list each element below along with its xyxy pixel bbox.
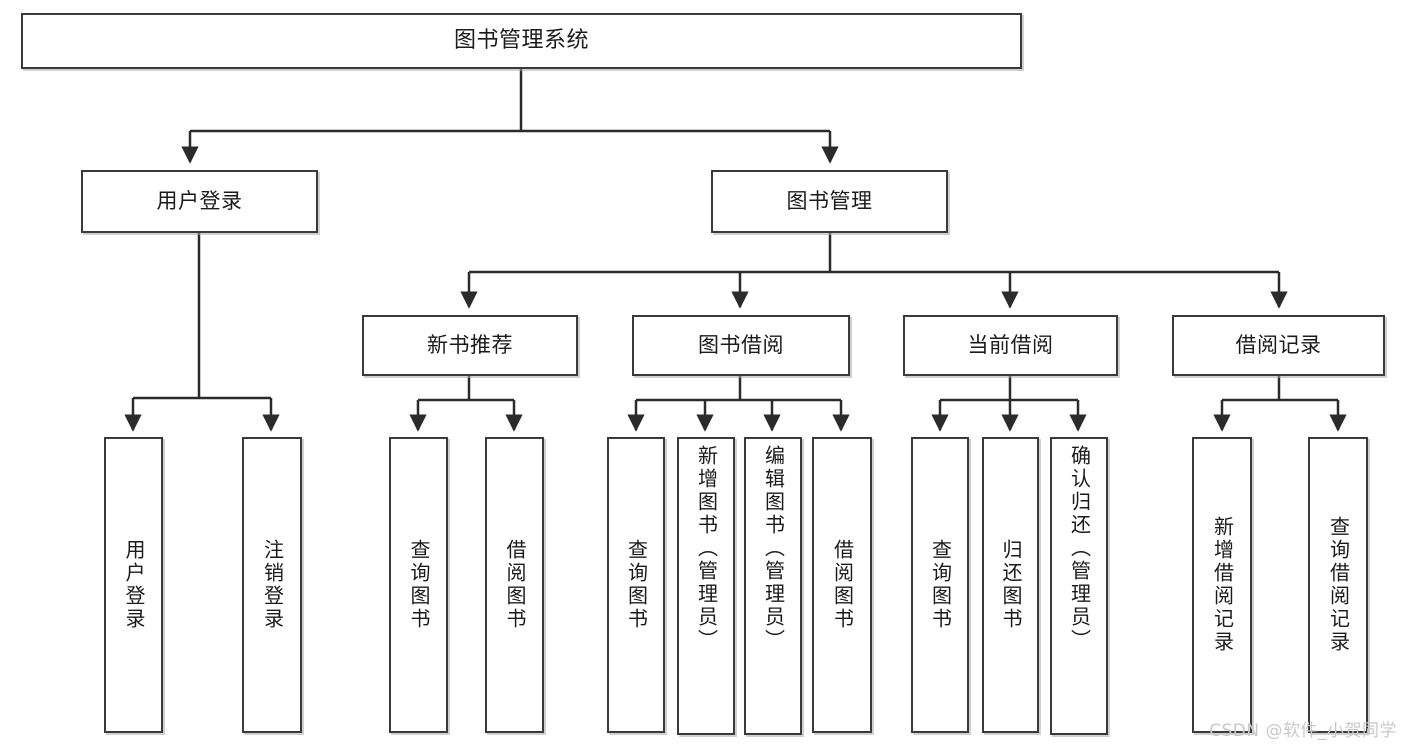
csdn-watermark: CSDN @软件_小贺同学 (1209, 721, 1397, 741)
node-user-login[interactable]: 用户登录 (81, 170, 318, 233)
leaf-add-borrow-record[interactable]: 新增借阅记录 (1192, 437, 1252, 733)
leaf-logout-login[interactable]: 注销登录 (242, 437, 302, 733)
node-label: 编辑图书（管理员） (761, 445, 786, 652)
leaf-edit-book-admin[interactable]: 编辑图书（管理员） (744, 437, 802, 735)
node-label: 确认归还（管理员） (1067, 445, 1092, 652)
leaf-confirm-return-admin[interactable]: 确认归还（管理员） (1050, 437, 1108, 735)
leaf-query-book-2[interactable]: 查询图书 (607, 437, 665, 733)
node-label: 查询图书 (624, 539, 649, 631)
node-root-book-management-system[interactable]: 图书管理系统 (21, 13, 1022, 69)
node-book-borrow[interactable]: 图书借阅 (632, 315, 850, 376)
node-new-book-recommend[interactable]: 新书推荐 (362, 315, 578, 376)
node-label: 用户登录 (122, 539, 146, 631)
leaf-query-borrow-record[interactable]: 查询借阅记录 (1308, 437, 1368, 733)
node-label: 新书推荐 (427, 333, 513, 358)
leaf-add-book-admin[interactable]: 新增图书（管理员） (677, 437, 735, 735)
node-label: 借阅图书 (503, 539, 527, 631)
leaf-borrow-book-1[interactable]: 借阅图书 (485, 437, 544, 733)
node-label: 归还图书 (999, 539, 1023, 631)
leaf-borrow-book-2[interactable]: 借阅图书 (812, 437, 872, 733)
leaf-return-book[interactable]: 归还图书 (982, 437, 1039, 733)
node-label: 图书管理 (786, 189, 873, 214)
node-book-management[interactable]: 图书管理 (711, 170, 948, 233)
leaf-query-book-1[interactable]: 查询图书 (389, 437, 448, 733)
node-current-borrow[interactable]: 当前借阅 (903, 315, 1118, 376)
node-label: 借阅记录 (1235, 333, 1322, 358)
node-label: 查询图书 (407, 539, 431, 631)
leaf-query-book-3[interactable]: 查询图书 (911, 437, 969, 733)
node-borrow-record[interactable]: 借阅记录 (1172, 315, 1385, 376)
node-label: 图书借阅 (698, 333, 784, 358)
node-label: 查询图书 (928, 539, 953, 631)
leaf-user-login[interactable]: 用户登录 (104, 437, 163, 733)
node-label: 注销登录 (260, 539, 285, 631)
node-label: 查询借阅记录 (1326, 516, 1351, 654)
node-label: 图书管理系统 (453, 28, 589, 54)
node-label: 当前借阅 (967, 333, 1054, 358)
node-label: 用户登录 (156, 189, 243, 214)
node-label: 新增借阅记录 (1210, 516, 1235, 654)
node-label: 新增图书（管理员） (694, 445, 719, 652)
node-label: 借阅图书 (830, 539, 855, 631)
